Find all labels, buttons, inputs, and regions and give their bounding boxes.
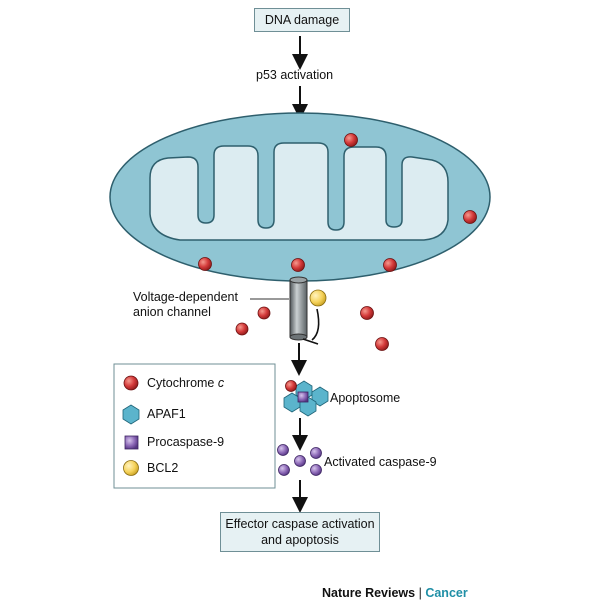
legend-apaf1-icon: [122, 404, 140, 425]
legend-procaspase-9-icon: [124, 435, 139, 450]
inhibition-bar: [302, 338, 319, 345]
legend-label: APAF1: [147, 407, 186, 421]
cytochrome-c: [360, 306, 374, 320]
legend-label: Cytochrome: [147, 376, 218, 390]
cytochrome-c: [235, 322, 249, 336]
cytochrome-c: [257, 306, 271, 320]
journal-section: Cancer: [425, 586, 468, 600]
dna-damage-box: DNA damage: [254, 8, 350, 32]
effector-label-line1: Effector caspase activation: [225, 517, 375, 531]
legend-label: Procaspase-9: [147, 435, 225, 449]
legend-item-cytochrome-c: Cytochrome c: [147, 376, 224, 391]
mitochondrion: [109, 112, 491, 282]
vdac-channel: [250, 276, 308, 341]
journal-credit: Nature Reviews | Cancer: [322, 586, 468, 600]
legend-item-bcl2: BCL2: [147, 461, 178, 476]
legend-label-italic: c: [217, 376, 225, 390]
legend-cytochrome-c-icon: [123, 375, 139, 391]
dna-damage-label: DNA damage: [264, 13, 340, 27]
activated-caspase-9-cluster: [277, 444, 322, 476]
legend: [113, 363, 276, 489]
bcl2-inhibition-line: [311, 308, 320, 341]
mitochondrial-matrix: [149, 142, 449, 241]
cytochrome-c: [285, 380, 297, 392]
cytochrome-c: [463, 210, 477, 224]
journal-name: Nature Reviews: [322, 586, 416, 600]
legend-label: BCL2: [147, 461, 179, 475]
cytochrome-c: [291, 258, 305, 272]
bcl2-molecule: [309, 289, 327, 307]
cytochrome-c: [198, 257, 212, 271]
effector-label-line2: and apoptosis: [261, 533, 339, 547]
cytochrome-c: [375, 337, 389, 351]
cytochrome-c: [383, 258, 397, 272]
cytochrome-c-molecules: [198, 133, 477, 351]
procaspase-9-square: [297, 391, 309, 403]
cytochrome-c: [344, 133, 358, 147]
legend-item-apaf1: APAF1: [147, 407, 186, 422]
vdac-label-line1: Voltage-dependent: [133, 290, 238, 304]
credit-separator: |: [418, 586, 422, 600]
vdac-label-line2: anion channel: [133, 305, 211, 319]
effector-caspase-box: Effector caspase activation and apoptosi…: [220, 512, 380, 552]
apoptosome-complex: [283, 380, 329, 417]
vdac-label: Voltage-dependent anion channel: [133, 290, 238, 320]
apoptosome-label: Apoptosome: [330, 391, 401, 405]
legend-bcl2-icon: [123, 460, 139, 476]
legend-item-procaspase-9: Procaspase-9: [147, 435, 224, 450]
p53-activation-label: p53 activation: [256, 68, 334, 82]
activated-caspase-9-label: Activated caspase-9: [324, 455, 437, 469]
